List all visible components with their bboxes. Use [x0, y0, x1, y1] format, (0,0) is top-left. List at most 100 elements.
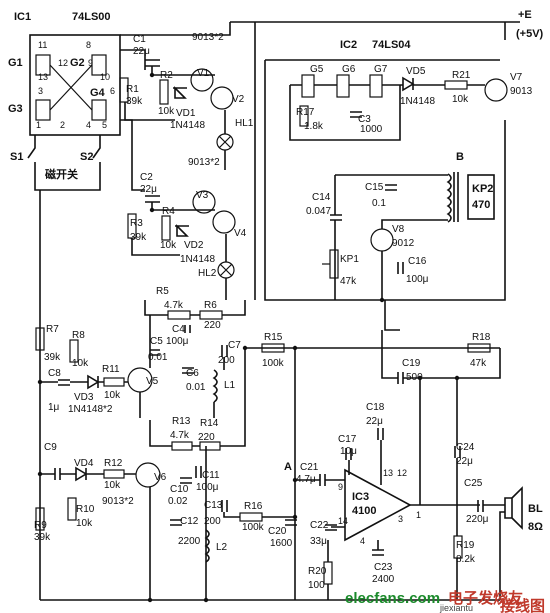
v6-type: 9013*2: [102, 496, 134, 507]
v2-label: V2: [232, 94, 245, 105]
stage2-gnd: [131, 238, 180, 256]
r15-resistor: [261, 343, 285, 353]
c3-value: 1000: [360, 124, 383, 135]
hl1-cross: [218, 135, 232, 149]
r4-resistor: [161, 215, 171, 241]
c16-capacitor: [397, 262, 404, 274]
transistor-v8: [370, 228, 394, 252]
vd3-type: 1N4148*2: [68, 404, 113, 415]
s2-label: S2: [80, 151, 93, 163]
pin-8: 8: [86, 40, 91, 50]
transformer-core: [453, 172, 459, 222]
c8-capacitor: [58, 379, 70, 386]
c9-label: C9: [44, 442, 57, 453]
r16-resistor: [239, 512, 263, 522]
c23-capacitor: [372, 549, 384, 556]
crosslink-2: [49, 64, 93, 111]
c22-capacitor: [325, 524, 337, 531]
r13-value: 4.7k: [170, 430, 190, 441]
c20-capacitor: [285, 519, 297, 526]
gate-g3: [35, 99, 51, 121]
bl-value: 8Ω: [528, 521, 543, 533]
r20-label: R20: [308, 566, 327, 577]
r11-resistor: [103, 377, 125, 387]
g6-label: G6: [342, 64, 356, 75]
c22-label: C22: [310, 520, 329, 531]
rail-link: [120, 22, 231, 36]
r8-label: R8: [72, 330, 85, 341]
bl-label: BL: [528, 503, 543, 515]
g5-label: G5: [310, 64, 324, 75]
c19-net: [381, 330, 501, 379]
c7-capacitor: [221, 345, 228, 357]
r11-label: R11: [102, 364, 120, 375]
kp1-label: KP1: [340, 254, 359, 265]
c8-label: C8: [48, 368, 61, 379]
r11-value: 10k: [104, 390, 121, 401]
l2-label: L2: [216, 542, 228, 553]
g4-label: G4: [90, 87, 106, 99]
c6-capacitor: [182, 367, 194, 374]
r18-value: 47k: [470, 358, 487, 369]
c13-label: C13: [204, 500, 223, 511]
c9-capacitor: [54, 468, 61, 480]
v1-label: V1: [197, 68, 210, 79]
pin-10: 10: [100, 72, 110, 82]
r15-value: 100k: [262, 358, 285, 369]
r12-resistor: [103, 469, 125, 479]
c10-value: 0.02: [168, 496, 188, 507]
ic3-type: 4100: [352, 505, 376, 517]
v4-label: V4: [234, 228, 247, 239]
v8-type: 9012: [392, 238, 415, 249]
ic3-wires: [295, 440, 505, 600]
switch-s1: [27, 135, 36, 175]
pin-2: 2: [60, 120, 65, 130]
kp1-potentiometer: [329, 249, 339, 279]
vd5-type: 1N4148: [400, 96, 435, 107]
watermark-sub: jiexiantu: [439, 603, 473, 613]
r2-label: R2: [160, 70, 173, 81]
vd5-label: VD5: [406, 66, 426, 77]
ic3-pin-9: 9: [338, 482, 343, 492]
c11-capacitor: [195, 466, 202, 478]
r8-resistor: [69, 339, 79, 363]
c17-label: C17: [338, 434, 357, 445]
vd3-label: VD3: [74, 392, 94, 403]
c24-label: C24: [456, 442, 475, 453]
pin-4: 4: [86, 120, 91, 130]
r12-value: 10k: [104, 480, 121, 491]
r7-resistor: [35, 327, 45, 351]
watermark-right: 接线图: [500, 597, 545, 613]
r9-value: 39k: [34, 532, 51, 543]
ic3-pin-12: 12: [397, 468, 407, 478]
ic3-net: [327, 378, 458, 600]
c6-label: C6: [186, 368, 199, 379]
ic2-label: IC2: [340, 39, 357, 51]
r12-label: R12: [104, 458, 123, 469]
r6-label: R6: [204, 300, 217, 311]
ic2-type: 74LS04: [372, 39, 411, 51]
c10-label: C10: [170, 484, 189, 495]
v7-label: V7: [510, 72, 523, 83]
c5-capacitor: [150, 349, 160, 356]
c21-label: C21: [300, 462, 319, 473]
ic1-label: IC1: [14, 11, 31, 23]
vd1-label: VD1: [176, 108, 196, 119]
g3-label: G3: [8, 103, 23, 115]
ic3-pin-1: 1: [416, 510, 421, 520]
v3-type: 9013*2: [188, 157, 220, 168]
c4-value: 100μ: [166, 336, 189, 347]
c25-value: 220μ: [466, 514, 489, 525]
r7-value: 39k: [44, 352, 61, 363]
pin-9: 9: [88, 58, 93, 68]
ic3-label: IC3: [352, 491, 369, 503]
kp2-label: KP2: [472, 183, 493, 195]
r7-label: R7: [46, 324, 59, 335]
stage1-gnd: [124, 102, 175, 121]
watermark-main: elecfans.com: [345, 590, 440, 607]
c2-capacitor: [145, 195, 160, 203]
c2-label: C2: [140, 172, 153, 183]
c14-label: C14: [312, 192, 331, 203]
